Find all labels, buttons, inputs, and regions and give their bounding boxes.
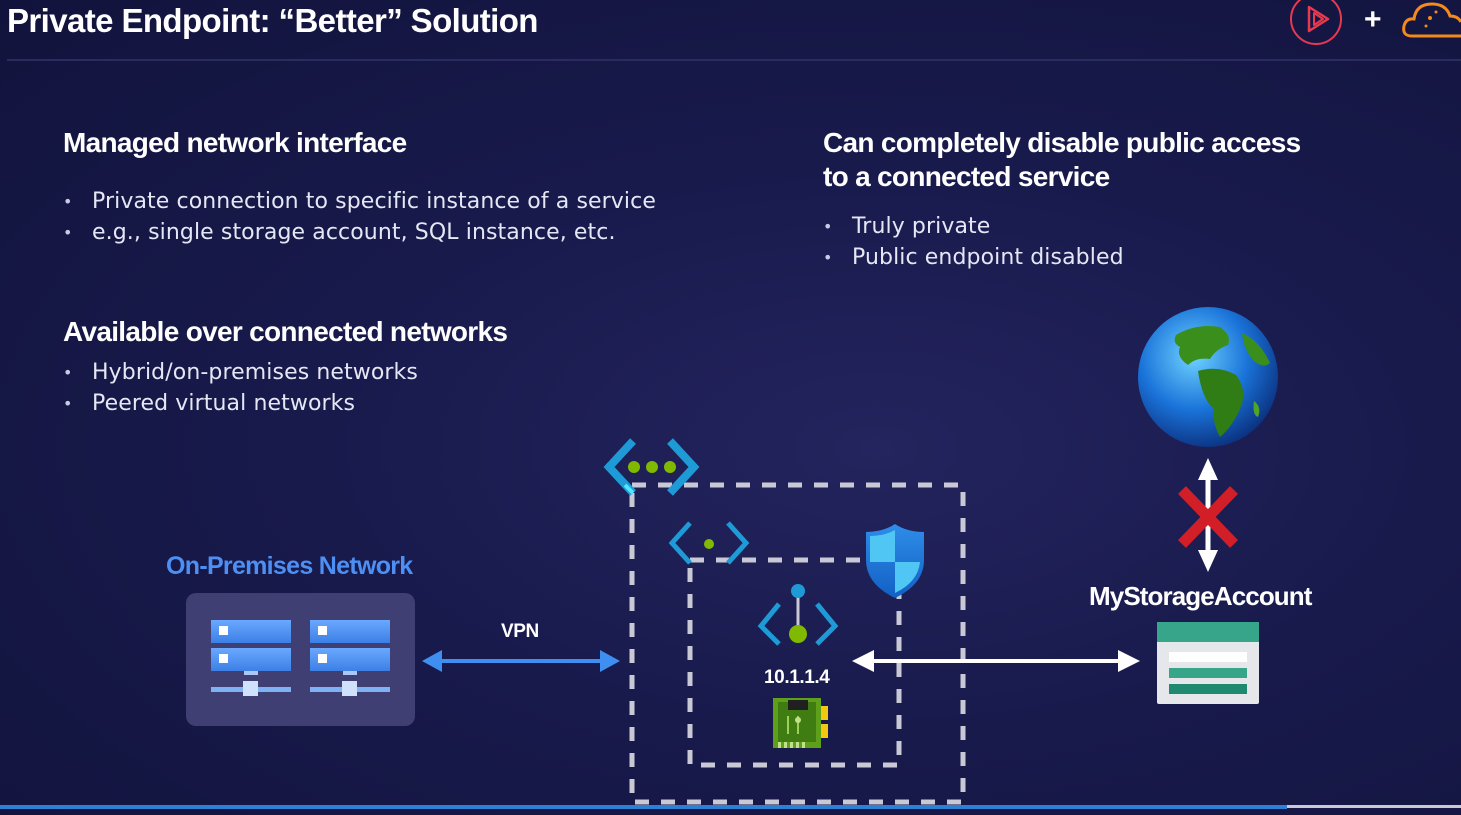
connected-networks-bullets: Hybrid/on-premises networks Peered virtu…: [63, 357, 563, 419]
heading-disable-public-access: Can completely disable public access to …: [823, 126, 1301, 194]
title-divider: [7, 59, 1461, 61]
slide-title: Private Endpoint: “Better” Solution: [7, 2, 538, 39]
server-icon: [211, 620, 390, 696]
bullet-item: Private connection to specific instance …: [63, 186, 703, 217]
private-ip-label: 10.1.1.4: [764, 667, 830, 688]
bullet-item: Truly private: [823, 211, 1323, 242]
storage-account-icon: [1157, 622, 1259, 704]
cloud-icon: [1402, 2, 1461, 38]
play-icon[interactable]: [1290, 0, 1342, 45]
nic-icon: [773, 698, 828, 748]
bullet-item: Peered virtual networks: [63, 388, 563, 419]
blocked-x-icon: [1178, 458, 1238, 572]
vnet-boundary: [629, 482, 966, 805]
bullet-item: Hybrid/on-premises networks: [63, 357, 563, 388]
vnet-icon: [603, 438, 700, 496]
heading-managed-nic: Managed network interface: [63, 127, 407, 158]
heading-connected-networks: Available over connected networks: [63, 316, 508, 347]
shield-icon: [866, 524, 924, 598]
onprem-network-label: On-Premises Network: [166, 552, 413, 580]
onprem-network-box: [186, 593, 415, 726]
bullet-item: e.g., single storage account, SQL instan…: [63, 217, 703, 248]
bullet-item: Public endpoint disabled: [823, 242, 1323, 273]
progress-track[interactable]: [1287, 805, 1461, 808]
heading-line: to a connected service: [823, 161, 1110, 192]
endpoint-storage-arrow: [852, 650, 1140, 672]
progress-bar[interactable]: [0, 805, 1287, 809]
disable-public-bullets: Truly private Public endpoint disabled: [823, 211, 1323, 273]
managed-nic-bullets: Private connection to specific instance …: [63, 186, 703, 248]
private-endpoint-icon: [757, 584, 839, 646]
vpn-label: VPN: [501, 621, 539, 642]
heading-line: Can completely disable public access: [823, 127, 1301, 158]
vpn-arrow: [422, 650, 620, 672]
subnet-icon: [668, 521, 750, 565]
plus-symbol: +: [1364, 3, 1382, 36]
storage-account-label: MyStorageAccount: [1089, 581, 1312, 611]
globe-icon: [1138, 307, 1278, 447]
